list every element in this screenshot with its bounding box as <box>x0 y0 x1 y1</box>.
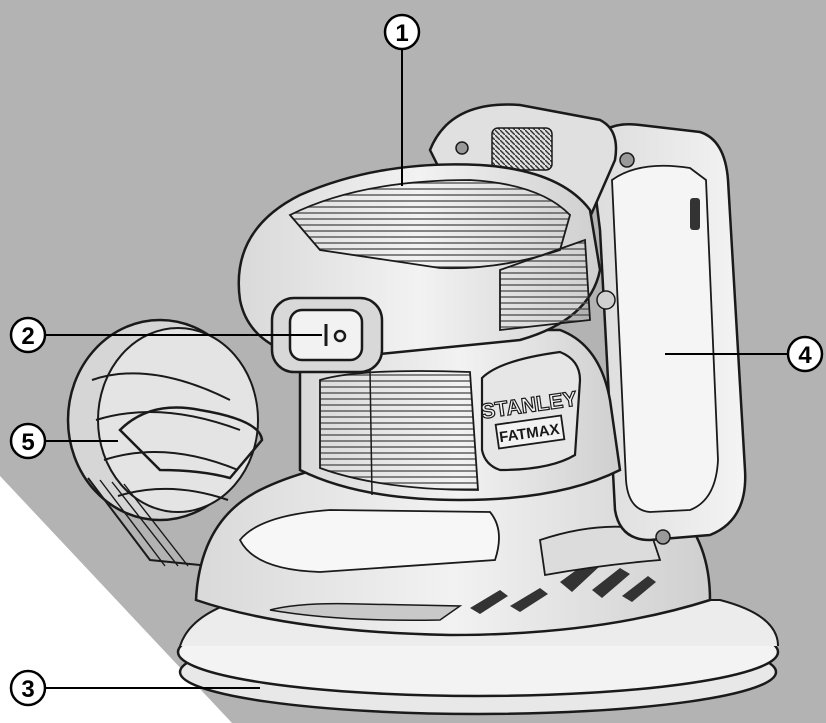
battery-pack <box>588 123 747 545</box>
callout-1: 1 <box>383 13 421 186</box>
callout-5-circle <box>9 422 47 460</box>
callout-3-number: 3 <box>21 676 34 703</box>
callout-3: 3 <box>9 669 260 707</box>
brand-badge: STANLEY FATMAX <box>479 350 582 472</box>
callout-4-circle <box>786 335 824 373</box>
power-switch <box>270 296 384 374</box>
callout-5-number: 5 <box>21 429 34 456</box>
power-off-symbol-icon <box>333 329 347 343</box>
callout-5: 5 <box>9 422 118 460</box>
callout-3-circle <box>9 669 47 707</box>
callout-2: 2 <box>9 316 322 354</box>
background-white-corner <box>0 476 232 723</box>
callout-1-circle <box>383 13 421 51</box>
callout-2-number: 2 <box>21 323 34 350</box>
callout-1-number: 1 <box>395 20 408 47</box>
callout-2-circle <box>9 316 47 354</box>
dust-canister <box>66 318 264 567</box>
callout-4: 4 <box>665 335 824 373</box>
base-shroud <box>194 448 712 637</box>
callout-4-number: 4 <box>798 342 812 369</box>
